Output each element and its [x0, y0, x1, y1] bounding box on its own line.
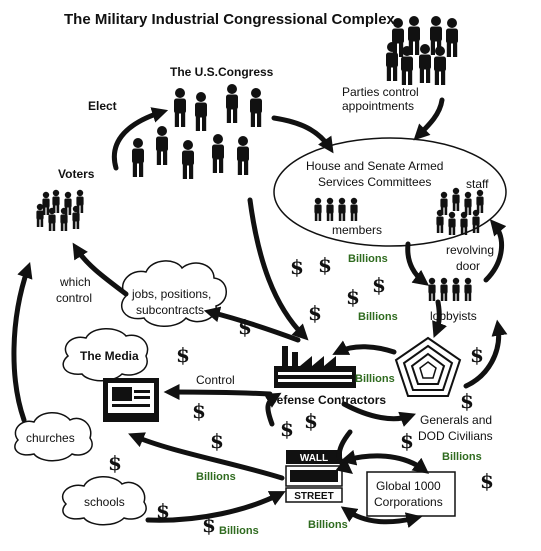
generals-label-1: Generals and — [420, 413, 492, 427]
dollar-icon: $ — [400, 429, 414, 453]
node-labels: The U.S.Congress Elect Voters Parties co… — [26, 65, 494, 509]
billions-label: Billions — [358, 311, 398, 323]
dollar-icon: $ — [372, 273, 386, 297]
jobs-label-2: subcontracts — [136, 303, 204, 317]
billions-label: Billions — [442, 451, 482, 463]
voters-label: Voters — [58, 167, 95, 181]
dollar-icon: $ — [480, 469, 494, 493]
global-label-2: Corporations — [374, 495, 443, 509]
diagram-title: The Military Industrial Congressional Co… — [64, 11, 396, 28]
churches-cloud — [14, 412, 93, 462]
appointments-label: appointments — [342, 99, 414, 113]
flow-arrows — [11, 97, 508, 528]
dollar-icon: $ — [304, 409, 318, 433]
elect-label: Elect — [88, 99, 117, 113]
elect-arrow — [111, 107, 169, 171]
contractors-to-wallstreet-arrow — [335, 429, 353, 475]
members-people-icon — [314, 197, 358, 221]
control-label: Control — [196, 373, 235, 387]
dollar-icon: $ — [346, 285, 360, 309]
contractors-to-generals-arrow — [341, 401, 416, 427]
lobbyists-down-arrow — [432, 299, 447, 338]
pentagon-to-contractors-arrow — [332, 340, 397, 355]
billions-label: Billions — [219, 525, 259, 537]
wall-street-sign: WALL STREET — [285, 450, 343, 503]
jobs-label-1: jobs, positions, — [131, 287, 211, 301]
pentagon-icon — [394, 336, 462, 397]
wall-label: WALL — [300, 453, 328, 464]
generals-to-lobbyists-arrow — [463, 319, 508, 389]
money-symbols: $ $ $ $ $ $ $ $ $ $ $ $ $ $ $ $ $ $ — [108, 253, 494, 537]
billions-label: Billions — [355, 373, 395, 385]
dollar-icon: $ — [238, 315, 252, 339]
wallstreet-global-arrow — [340, 506, 423, 528]
factory-icon — [274, 346, 356, 388]
contractors-to-jobs-arrow — [203, 306, 301, 343]
schools-label: schools — [84, 495, 125, 509]
congress-to-contractors-arrow — [247, 197, 309, 341]
congress-label: The U.S.Congress — [170, 65, 274, 79]
congress-to-committee-arrow — [271, 115, 334, 154]
generals-label-2: DOD Civilians — [418, 429, 493, 443]
congress-people-icon — [132, 84, 262, 179]
dollar-icon: $ — [192, 399, 206, 423]
media-label: The Media — [80, 349, 139, 363]
billions-labels: Billions Billions Billions Billions Bill… — [196, 253, 482, 537]
billions-label: Billions — [196, 471, 236, 483]
churches-label: churches — [26, 431, 75, 445]
street-label: STREET — [294, 491, 333, 502]
lobbyists-label: lobbyists — [430, 309, 477, 323]
global-to-wallstreet-arrow — [339, 449, 430, 474]
dollar-icon: $ — [202, 513, 216, 537]
staff-label: staff — [466, 177, 489, 191]
defense-contractors-label: Defense Contractors — [268, 393, 386, 407]
which-label: which — [59, 275, 91, 289]
wallstreet-to-contractors-arrow — [263, 392, 282, 427]
billions-label: Billions — [308, 519, 348, 531]
lobbyists-people-icon — [428, 277, 472, 301]
dollar-icon: $ — [308, 301, 322, 325]
jobs-to-voters-arrow — [72, 242, 129, 297]
dollar-icon: $ — [176, 343, 190, 367]
wallstreet-to-media-arrow — [128, 432, 285, 481]
committees-label-2: Services Committees — [318, 175, 431, 189]
schools-cloud — [61, 476, 147, 526]
dollar-icon: $ — [290, 255, 304, 279]
jobs-cloud — [121, 260, 227, 327]
control-arrow — [163, 384, 273, 401]
dollar-icon: $ — [280, 417, 294, 441]
control-label-left: control — [56, 291, 92, 305]
dollar-icon: $ — [318, 253, 332, 277]
dollar-icon: $ — [108, 451, 122, 475]
dollar-icon: $ — [470, 343, 484, 367]
media-cloud — [62, 328, 149, 382]
committees-ellipse — [273, 137, 507, 247]
global-label-1: Global 1000 — [376, 479, 441, 493]
parties-control-label: Parties control — [342, 85, 419, 99]
media-computer-icon — [103, 378, 159, 422]
voters-people-icon — [36, 189, 84, 231]
committees-label-1: House and Senate Armed — [306, 159, 443, 173]
billions-label: Billions — [348, 253, 388, 265]
committee-to-lobbyists-arrow — [405, 241, 430, 286]
schools-to-wallstreet-arrow — [145, 491, 286, 523]
dollar-icon: $ — [156, 499, 170, 523]
dollar-icon: $ — [210, 429, 224, 453]
dollar-icon: $ — [460, 389, 474, 413]
revolving-door-arrow — [483, 219, 507, 283]
party-people-icon — [386, 16, 458, 85]
parties-arrow — [413, 97, 445, 141]
revolving-label: revolving — [446, 243, 494, 257]
churches-to-voters-arrow — [11, 261, 33, 423]
door-label: door — [456, 259, 480, 273]
members-label: members — [332, 223, 382, 237]
